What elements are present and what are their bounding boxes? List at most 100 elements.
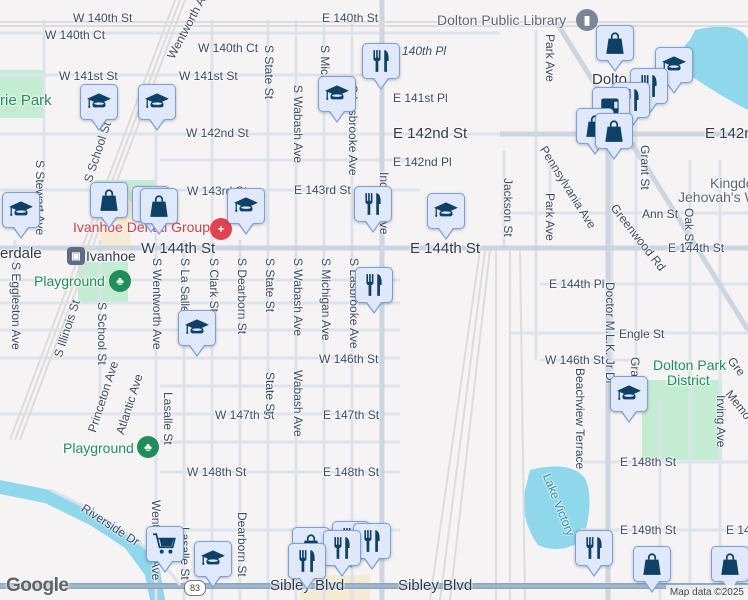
street-label-w146th-st: W 146th St	[319, 352, 379, 366]
place-label-dolton-park-district-2[interactable]: District	[667, 372, 710, 388]
restaurant-icon	[294, 548, 320, 574]
school-marker[interactable]	[178, 310, 216, 357]
place-label-kingdom-hall-2[interactable]: Jehovah's W	[678, 189, 748, 205]
street-label-e141st-pl: E 141st Pl	[393, 91, 448, 105]
street-label-w148th-st: W 148th St	[187, 465, 247, 479]
street-label-grant-st: Grant St	[638, 145, 652, 190]
place-label-playground-1[interactable]: Playground	[34, 273, 105, 289]
restaurant-marker[interactable]	[354, 186, 392, 233]
google-logo[interactable]: Google	[6, 575, 69, 596]
place-label-playground-2[interactable]: Playground	[63, 440, 134, 456]
shopping-icon	[717, 551, 743, 577]
street-label-state-st: State St	[263, 372, 277, 415]
street-label-e147th-st: E 147th St	[323, 408, 380, 422]
school-marker[interactable]	[80, 84, 118, 131]
school-icon	[233, 193, 259, 219]
street-label-w140th-st: W 140th St	[73, 11, 133, 25]
street-label-wabash-ave: Wabash Ave	[291, 370, 305, 437]
street-label-park-ave-n: Park Ave	[543, 34, 557, 82]
street-label-e148th-st: E 148th St	[323, 465, 380, 479]
street-label-park-ave-s: Park Ave	[543, 193, 557, 241]
shopping-icon	[146, 193, 172, 219]
street-label-w146th-st-east: W 146th St	[545, 353, 605, 367]
street-label-s-state-st-s: S State St	[263, 258, 277, 313]
street-label-s-clark-st: S Clark St	[207, 258, 221, 313]
shopping-marker[interactable]	[633, 546, 671, 593]
train-station-icon[interactable]: ▣	[67, 247, 85, 265]
street-label-w141st-st: W 141st St	[59, 69, 118, 83]
street-label-s-wabash-ave-s: S Wabash Ave	[291, 258, 305, 337]
school-icon	[200, 546, 226, 572]
shopping-marker[interactable]	[596, 25, 634, 72]
library-icon[interactable]: ▮	[576, 9, 598, 31]
school-icon	[86, 89, 112, 115]
restaurant-icon	[359, 528, 385, 554]
shopping-cart-marker[interactable]	[146, 526, 184, 573]
park-tree-icon[interactable]: ♣	[137, 436, 159, 458]
street-label-beachview-terrace: Beachview Terrace	[573, 368, 587, 470]
shopping-icon	[639, 551, 665, 577]
street-label-e142nd-st-east: E 142nd St	[705, 125, 748, 142]
street-label-e148th-st-east: E 148th St	[620, 455, 677, 469]
street-label-e144th-st-east: E 144th St	[668, 241, 725, 255]
street-label-engle-st: Engle St	[619, 327, 665, 341]
shopping-marker[interactable]	[140, 188, 178, 235]
school-marker[interactable]	[318, 76, 356, 123]
school-marker[interactable]	[2, 192, 40, 239]
shopping-icon	[601, 118, 627, 144]
street-label-w144th-st: W 144th St	[141, 240, 216, 257]
street-label-e144th-pl: E 144th Pl	[549, 277, 605, 291]
restaurant-icon	[360, 191, 386, 217]
school-marker[interactable]	[194, 541, 232, 588]
street-label-grant-st-s: Gra	[628, 357, 642, 378]
restaurant-marker[interactable]	[355, 267, 393, 314]
street-label-s-wentworth-ave: S Wentworth Ave	[150, 258, 164, 350]
street-label-e144th-st: E 144th St	[410, 240, 481, 257]
street-label-w141st-st-2: W 141st St	[179, 69, 238, 83]
street-label-w147th-st: W 147th St	[215, 408, 275, 422]
school-icon	[433, 198, 459, 224]
restaurant-marker[interactable]	[362, 43, 400, 90]
park-tree-icon[interactable]: ♣	[109, 270, 131, 292]
street-label-w140th-ct: W 140th Ct	[45, 28, 106, 42]
street-label-oak-st: Oak St	[682, 208, 696, 245]
map-attribution[interactable]: Map data ©2025	[665, 585, 748, 600]
shopping-icon	[96, 187, 122, 213]
school-icon	[184, 315, 210, 341]
street-label-dearborn-st: Dearborn St	[235, 512, 249, 577]
school-marker[interactable]	[427, 193, 465, 240]
street-label-s-wabash-ave-n: S Wabash Ave	[291, 85, 305, 164]
shopping-marker[interactable]	[90, 182, 128, 229]
restaurant-marker[interactable]	[323, 530, 361, 577]
street-label-mlk-jr-dr: Doctor M.L.K. Jr Dr	[603, 282, 617, 385]
place-label-dolton-public-library[interactable]: Dolton Public Library	[437, 12, 567, 28]
street-label-jackson-st: Jackson St	[501, 178, 515, 237]
place-label-prairie-park[interactable]: rie Park	[0, 92, 52, 109]
restaurant-icon	[329, 535, 355, 561]
school-marker[interactable]	[610, 376, 648, 423]
restaurant-marker[interactable]	[288, 543, 326, 590]
place-label-kingdom-hall-1[interactable]: Kingdo	[710, 175, 748, 191]
street-label-ann-st: Ann St	[642, 207, 679, 221]
school-marker[interactable]	[227, 188, 265, 235]
school-marker[interactable]	[138, 84, 176, 131]
street-label-e143rd-st: E 143rd St	[294, 183, 351, 197]
shopping-marker[interactable]	[711, 546, 748, 593]
restaurant-icon	[368, 48, 394, 74]
street-label-e142nd-st: E 142nd St	[393, 125, 468, 142]
school-icon	[616, 381, 642, 407]
dental-clinic-icon[interactable]: +	[210, 218, 232, 240]
shopping-icon	[602, 30, 628, 56]
street-label-s-michigan-ave-s: S Michigan Ave	[319, 258, 333, 341]
shopping-marker[interactable]	[595, 113, 633, 160]
place-label-ivanhoe[interactable]: Ivanhoe	[86, 248, 136, 264]
street-label-e149th-st: E 149th St	[620, 523, 677, 537]
street-label-w142nd-st: W 142nd St	[186, 126, 249, 140]
street-label-lasalle-st: Lasalle St	[161, 392, 175, 445]
place-label-dolton-park-district-1[interactable]: Dolton Park	[653, 357, 727, 373]
street-label-e140th-st: E 140th St	[322, 11, 379, 25]
restaurant-marker[interactable]	[575, 530, 613, 577]
restaurant-icon	[361, 272, 387, 298]
